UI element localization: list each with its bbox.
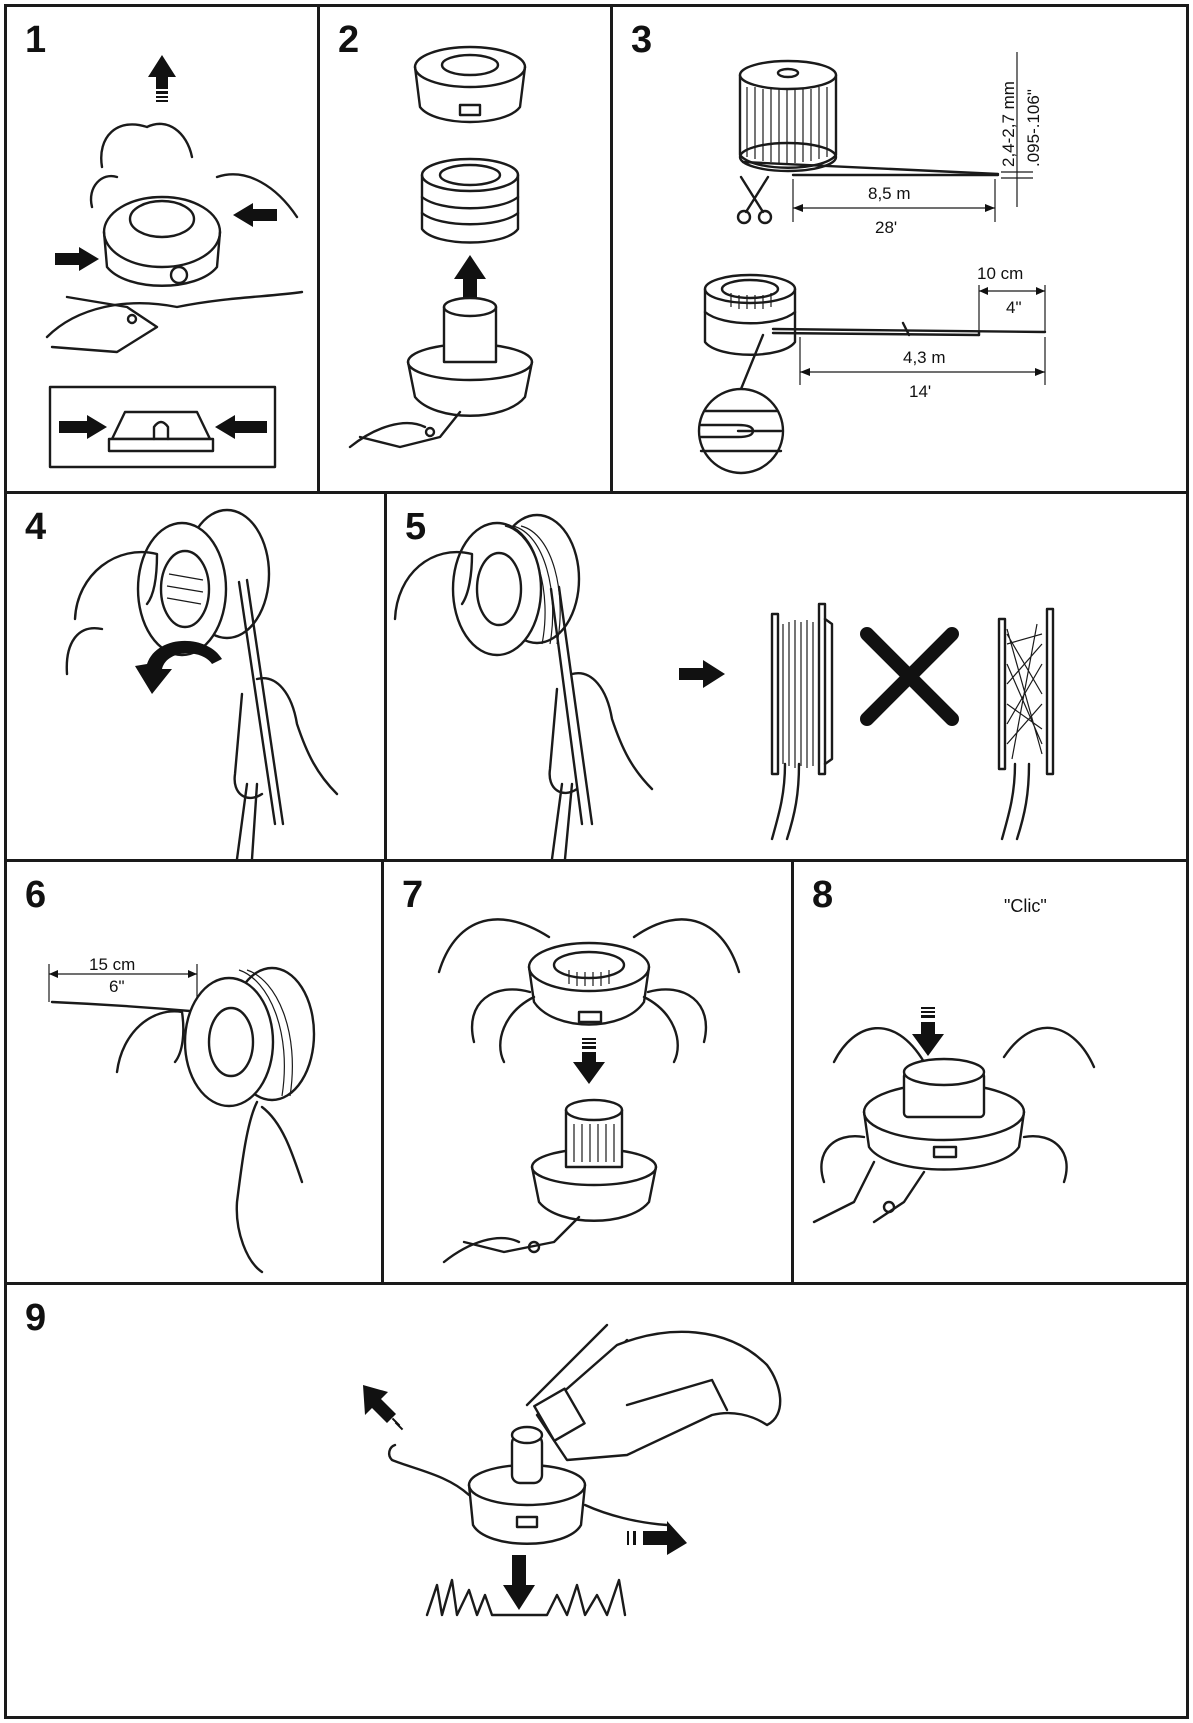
panel-number: 8: [812, 874, 834, 916]
arrow-up-icon: [148, 55, 176, 102]
arrow-right-icon: [627, 1521, 687, 1555]
inset-box: [48, 385, 277, 469]
line-length-imperial: 28': [875, 218, 897, 237]
panel-9: 9: [4, 1282, 1189, 1719]
arrow-left-icon: [215, 415, 267, 439]
panel-number: 3: [631, 19, 653, 61]
arrow-right-icon: [55, 247, 99, 271]
free-end-imperial: 6": [109, 977, 125, 996]
panel-number: 5: [405, 506, 427, 548]
line-diameter-imperial: .095-.106": [1024, 89, 1043, 167]
line-length-metric: 8,5 m: [868, 184, 911, 203]
line-spool: [738, 59, 838, 173]
arrow-right-icon: [679, 660, 725, 688]
panel-3: 3 2,4-2,7 mm .095-.106": [610, 4, 1189, 494]
panel-5: 5: [384, 491, 1189, 862]
panel-8-illustration: [812, 1007, 1096, 1224]
scissors-icon: [736, 175, 773, 225]
panel-5-illustration: [393, 513, 1055, 859]
half-length-metric: 4,3 m: [903, 348, 946, 367]
correct-winding: [770, 602, 834, 841]
panel-7-illustration: [437, 918, 741, 1264]
end-length-metric: 10 cm: [977, 264, 1023, 283]
wrong-cross-icon: [860, 627, 959, 726]
panel-number: 9: [25, 1297, 47, 1339]
panel-2: 2: [317, 4, 613, 494]
panel-9-illustration: [363, 1323, 782, 1617]
arrow-left-icon: [233, 203, 277, 227]
arrow-right-icon: [59, 415, 107, 439]
panel-number: 2: [338, 19, 360, 61]
panel-1: 1: [4, 4, 320, 494]
panel-number: 1: [25, 19, 47, 61]
panel-number: 4: [25, 506, 47, 548]
panel-4-illustration: [65, 508, 339, 859]
panel-1-illustration: [45, 55, 304, 469]
half-length-imperial: 14': [909, 382, 931, 401]
arrow-down-icon: [912, 1007, 944, 1056]
free-end-metric: 15 cm: [89, 955, 135, 974]
arrow-up-left-icon: [363, 1385, 404, 1431]
end-length-imperial: 4": [1006, 298, 1022, 317]
panel-number: 6: [25, 874, 47, 916]
arrow-down-icon: [503, 1555, 535, 1610]
rotate-arrow-icon: [135, 640, 222, 694]
clic-sound-label: "Clic": [1004, 896, 1047, 916]
arrow-down-icon: [573, 1038, 605, 1084]
panel-6-illustration: 15 cm 6": [48, 955, 316, 1274]
panel-8: 8 "Clic": [791, 859, 1189, 1285]
panel-number: 7: [402, 874, 424, 916]
panel-4: 4: [4, 491, 387, 862]
panel-6: 6 15 cm 6": [4, 859, 384, 1285]
panel-2-illustration: [348, 45, 534, 449]
arrow-up-icon: [454, 255, 486, 303]
wrong-winding: [997, 607, 1055, 841]
panel-7: 7: [381, 859, 794, 1285]
line-diameter-metric: 2,4-2,7 mm: [999, 81, 1018, 167]
panel-3-illustration: 2,4-2,7 mm .095-.106" 8,5 m 28' 10: [697, 52, 1047, 475]
